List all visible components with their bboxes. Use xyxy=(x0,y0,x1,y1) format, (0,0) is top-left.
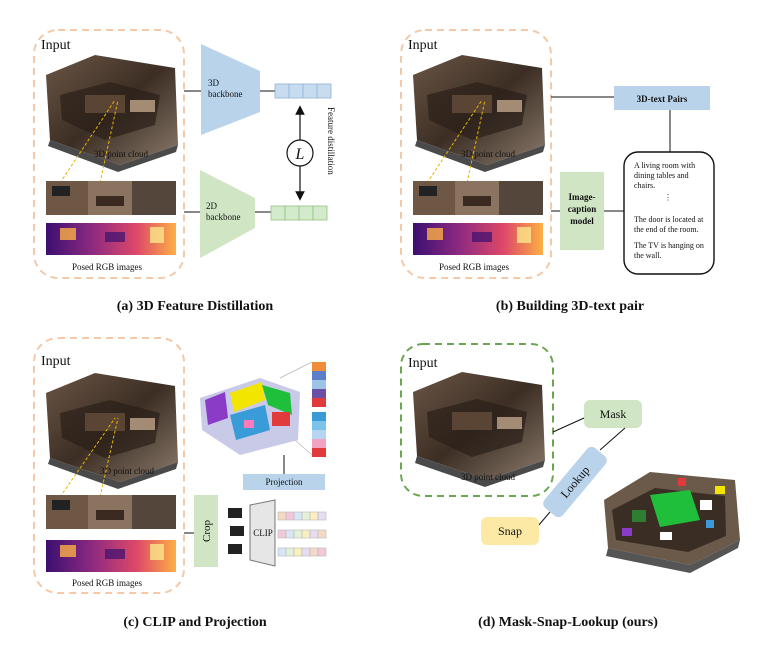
images-label-a: Posed RGB images xyxy=(72,262,142,272)
projection-box xyxy=(243,474,325,490)
point-cloud-label-d: 3D point cloud xyxy=(461,472,515,482)
input-label-a: Input xyxy=(41,38,71,53)
label-stack-top xyxy=(312,362,326,407)
clip-embedding-cell xyxy=(317,529,327,539)
crops xyxy=(228,508,244,554)
mask-label: Mask xyxy=(600,407,627,421)
svg-text:A living room with dinin: A living room with dining tables and cha… xyxy=(634,161,706,260)
clip-embedding-cell xyxy=(285,547,295,557)
segmented-scene-d xyxy=(604,472,740,573)
backbone-2d xyxy=(200,170,255,258)
model-line1: Image- xyxy=(569,192,596,202)
panel-b: Input 3D point cloud Posed RGB images 3 xyxy=(400,29,715,314)
clip-label: CLIP xyxy=(253,528,273,538)
point-cloud-label-b: 3D point cloud xyxy=(461,149,515,159)
snap-box xyxy=(481,517,539,545)
rgb-frames-c xyxy=(46,495,176,529)
caption-line-1: A living room with xyxy=(634,161,695,170)
panel-a: Input 3D point cloud Posed RGB images xyxy=(33,29,336,314)
label-stack-bottom xyxy=(312,412,326,457)
caption-line-6: The TV is hanging on xyxy=(634,241,704,250)
point-cloud-image-c xyxy=(46,373,178,489)
rgb-frames-a xyxy=(46,181,176,215)
clip-embedding-cell xyxy=(285,511,295,521)
backbone-2d-line2: backbone xyxy=(206,212,240,222)
caption-d: (d) Mask-Snap-Lookup (ours) xyxy=(478,615,658,630)
point-cloud-image-d xyxy=(413,372,545,487)
input-box-d xyxy=(400,343,554,497)
input-label-b: Input xyxy=(408,38,438,53)
feature-vector-2d xyxy=(270,205,328,221)
panel-c: Input 3D point cloud Posed RGB images C xyxy=(33,337,327,630)
clip-embedding-cell xyxy=(317,511,327,521)
caption-b: (b) Building 3D-text pair xyxy=(496,299,644,314)
snap-label: Snap xyxy=(498,524,522,538)
clip-embedding-cell xyxy=(309,547,319,557)
point-cloud-image-b xyxy=(413,55,545,172)
caption-line-7: the wall. xyxy=(634,251,662,260)
panel-d: Input 3D point cloud Mask Lookup Snap xyxy=(400,343,740,630)
pairs-label: 3D-text Pairs xyxy=(637,94,688,104)
point-cloud-label-c: 3D point cloud xyxy=(100,466,154,476)
feature-vector-3d xyxy=(274,83,332,99)
clip-embedding-cell xyxy=(317,547,327,557)
crop-label: Crop xyxy=(201,520,213,543)
backbone-2d-line1: 2D xyxy=(206,201,218,211)
clip-embedding-cell xyxy=(277,547,287,557)
captions-box xyxy=(623,151,715,275)
input-box-b xyxy=(400,29,552,279)
projection-label: Projection xyxy=(266,477,303,487)
model-line3: model xyxy=(570,216,594,226)
input-box-a xyxy=(33,29,185,279)
pairs-box xyxy=(614,86,710,110)
clip-embedding-cell xyxy=(277,511,287,521)
images-label-b: Posed RGB images xyxy=(439,262,509,272)
backbone-3d xyxy=(201,44,260,135)
segmented-scene-c xyxy=(200,378,300,455)
images-label-c: Posed RGB images xyxy=(72,578,142,588)
clip-embedding-cell xyxy=(301,547,311,557)
input-box-c xyxy=(33,337,185,594)
clip-encoder xyxy=(249,499,276,567)
caption-ellipsis: ⋮ xyxy=(664,193,672,202)
caption-model-box xyxy=(560,172,604,250)
clip-embeddings xyxy=(277,511,327,557)
caption-c: (c) CLIP and Projection xyxy=(123,615,266,630)
clip-embedding-cell xyxy=(277,529,287,539)
rgb-frames-b xyxy=(413,181,543,215)
caption-line-2: dining tables and xyxy=(634,171,689,180)
point-cloud-image-a xyxy=(46,55,178,172)
caption-a: (a) 3D Feature Distillation xyxy=(117,299,274,314)
point-cloud-label-a: 3D point cloud xyxy=(94,149,148,159)
depth-frames-b xyxy=(413,223,543,255)
input-label-d: Input xyxy=(408,356,438,371)
backbone-3d-line2: backbone xyxy=(208,89,242,99)
model-line2: caption xyxy=(568,204,597,214)
mask-box xyxy=(584,400,642,428)
distill-label: Feature distillation xyxy=(326,107,336,175)
clip-embedding-cell xyxy=(309,511,319,521)
clip-embedding-cell xyxy=(293,547,303,557)
caption-line-5: the end of the room. xyxy=(634,225,699,234)
input-label-c: Input xyxy=(41,354,71,369)
clip-embedding-cell xyxy=(301,529,311,539)
crop-box xyxy=(194,495,218,567)
clip-embedding-cell xyxy=(285,529,295,539)
caption-line-4: The door is located at xyxy=(634,215,704,224)
caption-line-3: chairs. xyxy=(634,181,655,190)
clip-embedding-cell xyxy=(301,511,311,521)
backbone-3d-line1: 3D xyxy=(208,78,220,88)
clip-embedding-cell xyxy=(309,529,319,539)
loss-symbol: L xyxy=(295,146,305,163)
clip-embedding-cell xyxy=(293,511,303,521)
clip-embedding-cell xyxy=(293,529,303,539)
depth-frames-a xyxy=(46,223,176,255)
loss-circle xyxy=(286,139,314,167)
depth-frames-c xyxy=(46,540,176,572)
